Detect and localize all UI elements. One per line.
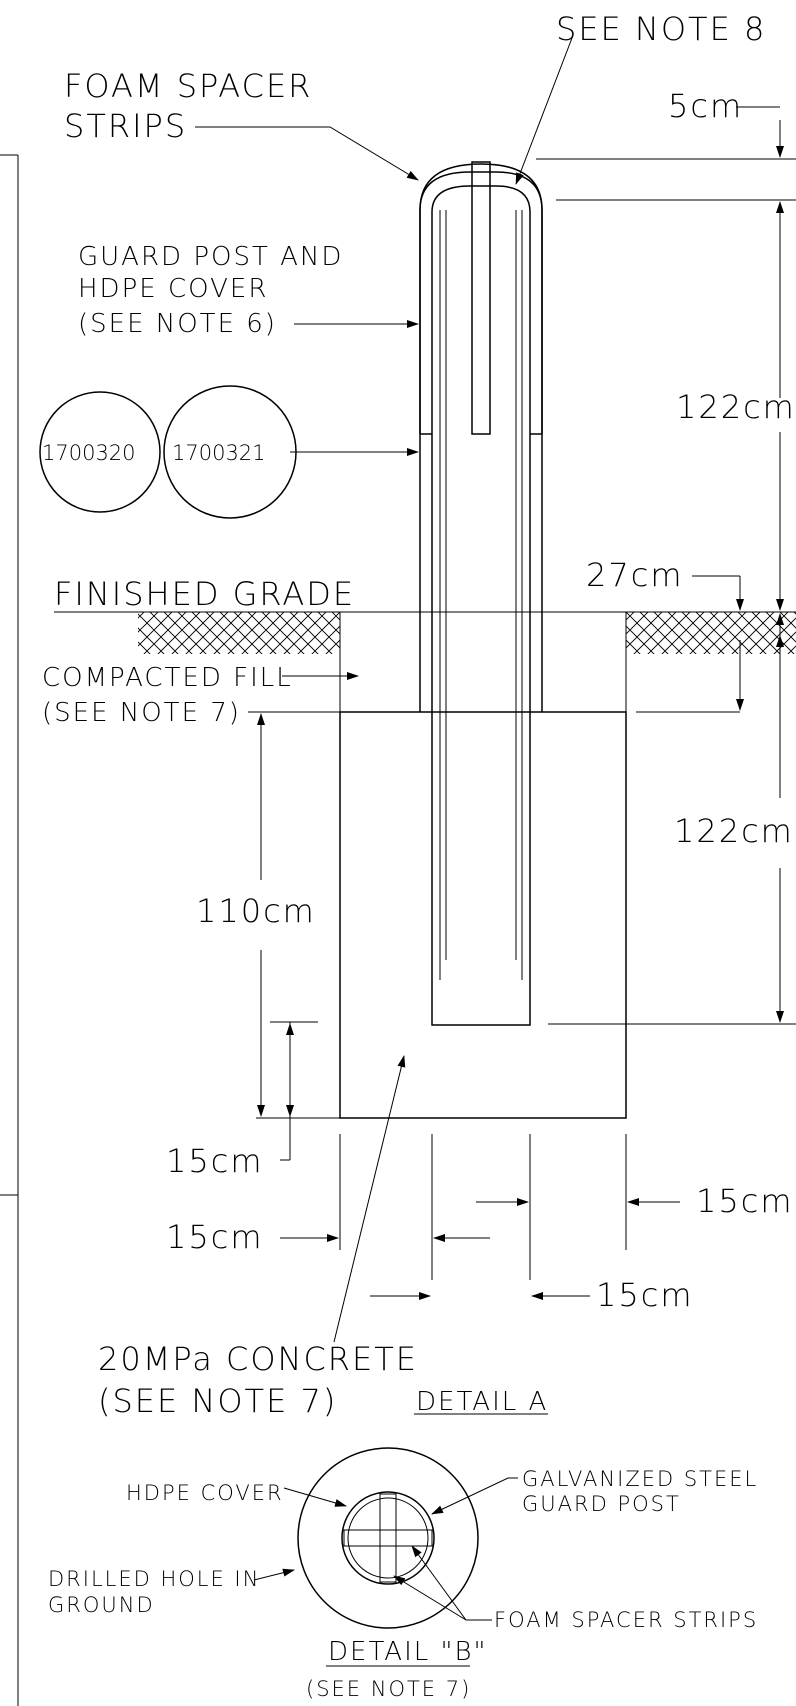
- dim-15cm-center-label: 15cm: [596, 1276, 693, 1314]
- guard-post-label-line3: (SEE NOTE 6): [78, 309, 277, 339]
- dimension-lines: [256, 106, 796, 1300]
- dim-15cm-bottom-label: 15cm: [166, 1142, 263, 1180]
- detail-b-plan: [253, 1447, 518, 1667]
- ground-hatch: [138, 611, 796, 654]
- galvanized-label-line2: GUARD POST: [522, 1492, 681, 1516]
- foam-strips-label: FOAM SPACER STRIPS: [494, 1608, 758, 1632]
- galvanized-label-line1: GALVANIZED STEEL: [522, 1467, 758, 1491]
- foam-spacer-label-line2: STRIPS: [64, 107, 187, 145]
- detail-b-note: (SEE NOTE 7): [306, 1677, 471, 1701]
- drilled-hole-label-line2: GROUND: [48, 1593, 155, 1617]
- compacted-fill-label-line2: (SEE NOTE 7): [42, 698, 241, 728]
- leader-lines: [195, 37, 573, 1343]
- callout-1700321: 1700321: [172, 441, 266, 465]
- guard-post-label-line2: HDPE COVER: [78, 274, 268, 304]
- guard-post: [419, 161, 543, 1026]
- dim-27cm-label: 27cm: [586, 556, 683, 594]
- sheet-border: [0, 154, 19, 1706]
- see-note-8-label: SEE NOTE 8: [556, 10, 766, 48]
- dim-5cm-label: 5cm: [668, 87, 743, 125]
- callout-1700320: 1700320: [42, 441, 136, 465]
- concrete-footing: [339, 711, 627, 1119]
- compacted-fill: [339, 611, 627, 713]
- drilled-hole-label-line1: DRILLED HOLE IN: [48, 1567, 260, 1591]
- dim-122cm-bottom-label: 122cm: [674, 812, 794, 850]
- hdpe-cover: [419, 163, 543, 435]
- concrete-label-line1: 20MPa CONCRETE: [98, 1340, 418, 1378]
- guard-post-label-line1: GUARD POST AND: [78, 242, 343, 272]
- dim-122cm-top-label: 122cm: [676, 388, 796, 426]
- compacted-fill-label-line1: COMPACTED FILL: [42, 663, 293, 693]
- detail-b-title: DETAIL "B": [328, 1637, 487, 1667]
- concrete-label-line2: (SEE NOTE 7): [98, 1382, 337, 1420]
- callout-circles: [39, 385, 297, 519]
- dim-110cm-label: 110cm: [196, 892, 316, 930]
- detail-a-title: DETAIL A: [416, 1387, 548, 1417]
- hdpe-cover-label: HDPE COVER: [126, 1481, 284, 1505]
- dim-15cm-right-label: 15cm: [696, 1182, 793, 1220]
- dim-15cm-left-label: 15cm: [166, 1218, 263, 1256]
- finished-grade-label: FINISHED GRADE: [54, 575, 355, 613]
- foam-spacer-label-line1: FOAM SPACER: [64, 67, 312, 105]
